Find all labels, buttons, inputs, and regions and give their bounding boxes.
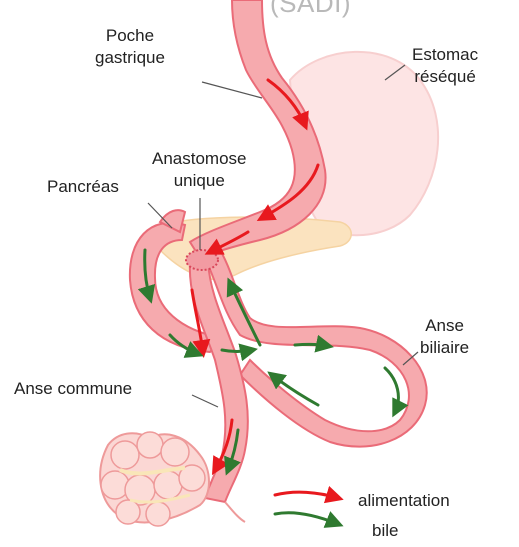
legend-bile-arrow bbox=[275, 513, 338, 524]
label-anastomosis: Anastomose unique bbox=[152, 148, 247, 192]
legend-food-label: alimentation bbox=[358, 490, 450, 512]
label-resected-stomach: Estomac réséqué bbox=[412, 44, 478, 88]
label-common-limb: Anse commune bbox=[14, 378, 132, 400]
legend-food-arrow bbox=[275, 492, 338, 498]
label-biliary-limb: Anse biliaire bbox=[420, 315, 469, 359]
label-gastric-pouch: Poche gastrique bbox=[95, 25, 165, 69]
label-pancreas: Pancréas bbox=[47, 176, 119, 198]
legend-arrows bbox=[275, 492, 338, 524]
legend-bile-label: bile bbox=[372, 520, 398, 542]
anastomosis-ring bbox=[186, 250, 218, 270]
